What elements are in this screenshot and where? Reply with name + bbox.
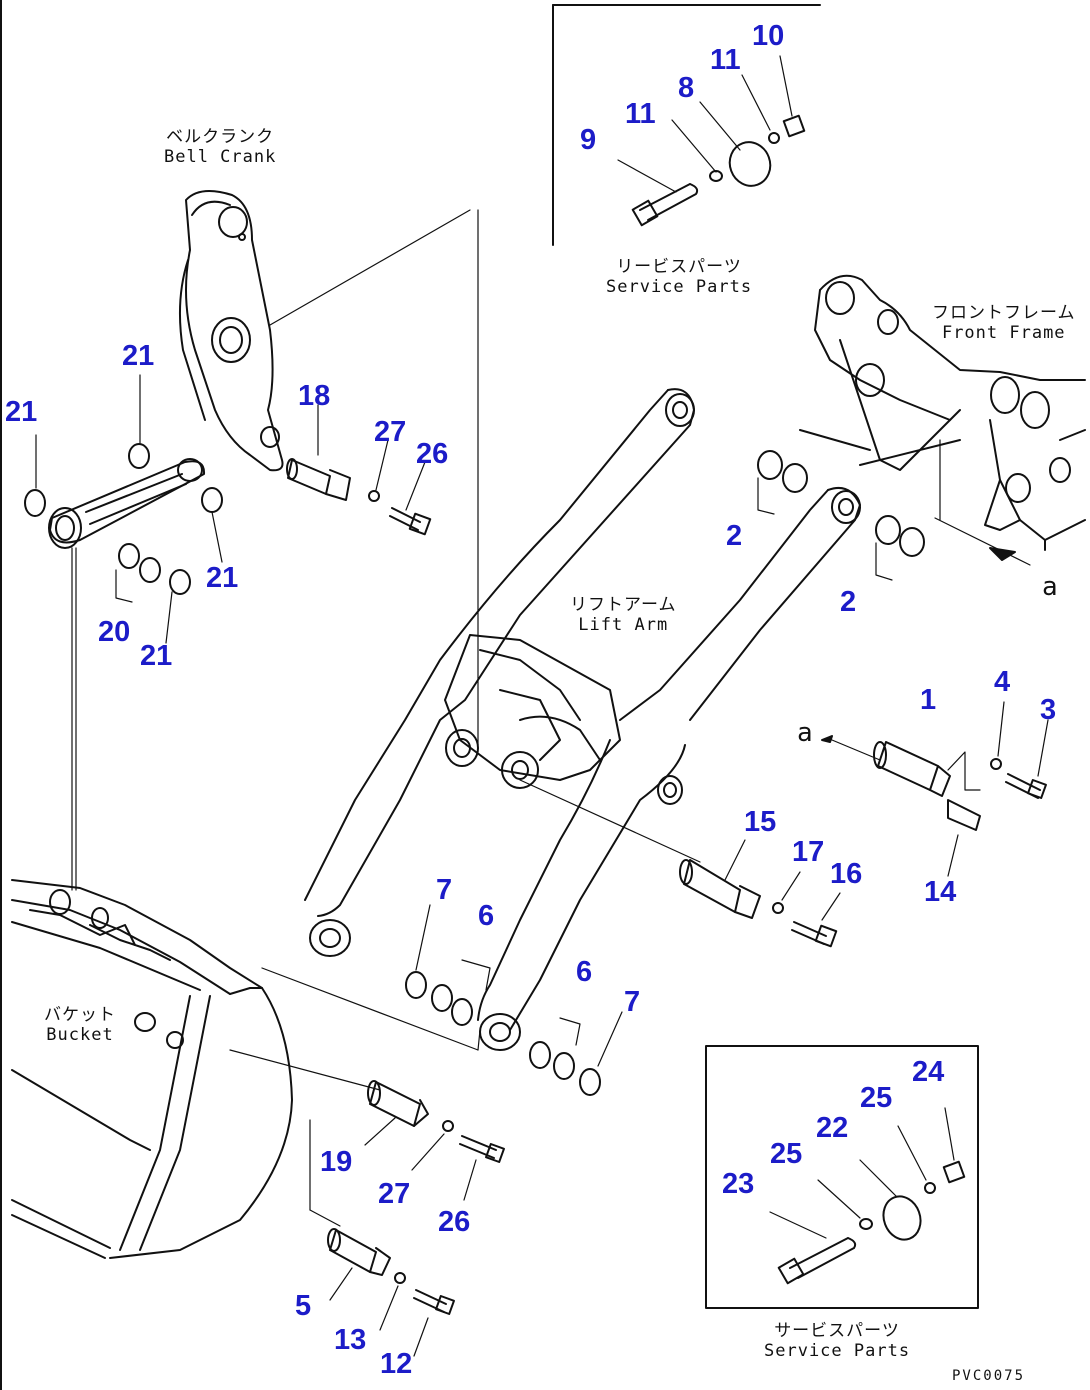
lift-arm-part [304,388,861,1051]
callout-27-lower[interactable]: 27 [378,1178,411,1210]
callout-24[interactable]: 24 [912,1056,945,1088]
page-frame [0,0,821,1390]
service-parts-bottom-label: サービスパーツ Service Parts [764,1321,911,1361]
bell-crank-label-en: Bell Crank [164,146,277,167]
bell-crank-label-jp: ベルクランク [166,127,275,147]
callout-16[interactable]: 16 [830,858,863,890]
shims-2 [757,450,925,581]
callout-14[interactable]: 14 [924,876,957,908]
service-parts-bottom-label-jp: サービスパーツ [774,1321,900,1341]
bell-crank-label: ベルクランク Bell Crank [164,127,277,167]
callout-26-lower[interactable]: 26 [438,1206,471,1238]
front-frame-label: フロントフレーム Front Frame [932,303,1076,343]
callout-15[interactable]: 15 [744,806,777,838]
front-frame-label-en: Front Frame [941,322,1066,343]
callout-21-left[interactable]: 21 [5,396,38,428]
pin-19-assembly [229,1049,505,1201]
callout-21-right[interactable]: 21 [206,562,239,594]
service-parts-top-label: リービスパーツ Service Parts [606,257,753,297]
reference-a-pin: a [797,718,813,748]
callout-10[interactable]: 10 [752,20,785,52]
callout-4[interactable]: 4 [994,666,1011,698]
callout-6-left[interactable]: 6 [478,900,495,932]
callout-18[interactable]: 18 [298,380,331,412]
callout-5[interactable]: 5 [295,1290,312,1322]
bucket-label-jp: バケット [44,1005,116,1025]
bucket-part [11,879,481,1259]
front-frame-part [799,274,1086,566]
service-parts-box [705,1045,979,1309]
reference-a-front-frame: a [1042,572,1058,602]
drawing-code: PVC0075 [952,1368,1026,1384]
callout-19[interactable]: 19 [320,1146,353,1178]
callout-22[interactable]: 22 [816,1112,849,1144]
callout-9[interactable]: 9 [580,124,597,156]
shims-6-7 [405,904,623,1096]
callout-2-left[interactable]: 2 [726,520,743,552]
callout-25-lower[interactable]: 25 [770,1138,803,1170]
callout-21-bottom[interactable]: 21 [140,640,173,672]
callout-3[interactable]: 3 [1040,694,1057,726]
callout-23[interactable]: 23 [722,1168,755,1200]
service-parts-top-label-jp: リービスパーツ [616,257,742,277]
callout-17[interactable]: 17 [792,836,825,868]
callout-21-top[interactable]: 21 [122,340,155,372]
callout-7-left[interactable]: 7 [436,874,453,906]
lift-arm-label-en: Lift Arm [578,614,669,635]
bucket-label-en: Bucket [46,1024,114,1045]
callout-12[interactable]: 12 [380,1348,413,1380]
callout-11-upper[interactable]: 11 [710,44,741,76]
callout-27-upper[interactable]: 27 [374,416,407,448]
service-parts-top-label-en: Service Parts [606,276,753,297]
pin-15-assembly [679,839,841,948]
callout-13[interactable]: 13 [334,1324,367,1356]
callout-11-lower[interactable]: 11 [625,98,656,130]
bell-crank-part [178,190,479,746]
pin-18-assembly [286,404,432,536]
callout-26-upper[interactable]: 26 [416,438,449,470]
pin-1-assembly [821,701,1049,877]
callout-2-right[interactable]: 2 [840,586,857,618]
callout-8[interactable]: 8 [678,72,695,104]
pin-5-assembly [309,1119,455,1357]
link-part [24,374,223,891]
callout-6-right[interactable]: 6 [576,956,593,988]
callout-25-upper[interactable]: 25 [860,1082,893,1114]
callout-7-right[interactable]: 7 [624,986,641,1018]
callout-1[interactable]: 1 [920,684,937,716]
service-parts-bottom-label-en: Service Parts [764,1340,911,1361]
front-frame-label-jp: フロントフレーム [932,303,1076,323]
bucket-label: バケット Bucket [44,1005,116,1045]
service-parts-top-group [617,55,806,227]
service-parts-bottom-group [769,1107,966,1285]
lift-arm-label: リフトアーム Lift Arm [570,595,677,635]
lift-arm-label-jp: リフトアーム [570,595,677,615]
callout-20[interactable]: 20 [98,616,131,648]
